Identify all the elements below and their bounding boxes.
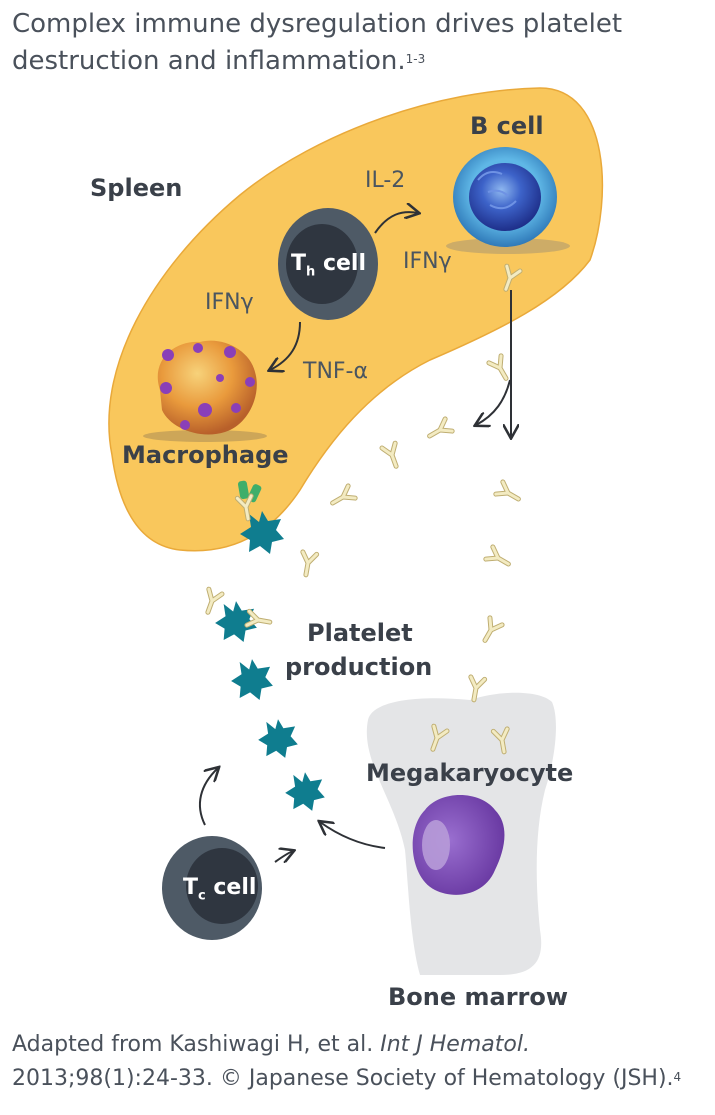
megakaryocyte-label: Megakaryocyte [366,759,574,787]
spleen-label: Spleen [90,174,183,202]
bone-marrow-label: Bone marrow [388,983,569,1011]
macrophage-label: Macrophage [122,441,289,469]
arrow-tc-right [274,851,293,862]
arrow-mega-to-platelet [320,822,386,849]
tc-cell [162,836,262,940]
arrows [198,212,511,862]
macrophage [143,340,267,442]
arrow-th-to-macrophage [270,321,301,370]
tnf-alpha-label: TNF-α [303,359,368,384]
tc-cell-label: Tc cell [183,875,257,904]
source-credit: Adapted from Kashiwagi H, et al. Int J H… [12,1032,682,1091]
megakaryocyte-cell [412,795,505,895]
b-cell [446,147,570,254]
th-cell-label: Th cell [291,251,366,280]
th-cell [278,208,378,320]
il2-label: IL-2 [365,168,406,193]
arrow-tc-up [198,768,218,826]
platelet-production-label-line2: production [285,653,433,681]
arrow-th-to-b [374,212,418,234]
figure-title: Complex immune dysregulation drives plat… [12,9,623,76]
arrow-b-left [476,379,511,425]
ifn-gamma-left-label: IFNγ [205,290,254,315]
platelet-production-label-line1: Platelet [307,619,413,647]
ifn-gamma-b-label: IFNγ [403,249,452,274]
b-cell-label: B cell [470,112,544,140]
